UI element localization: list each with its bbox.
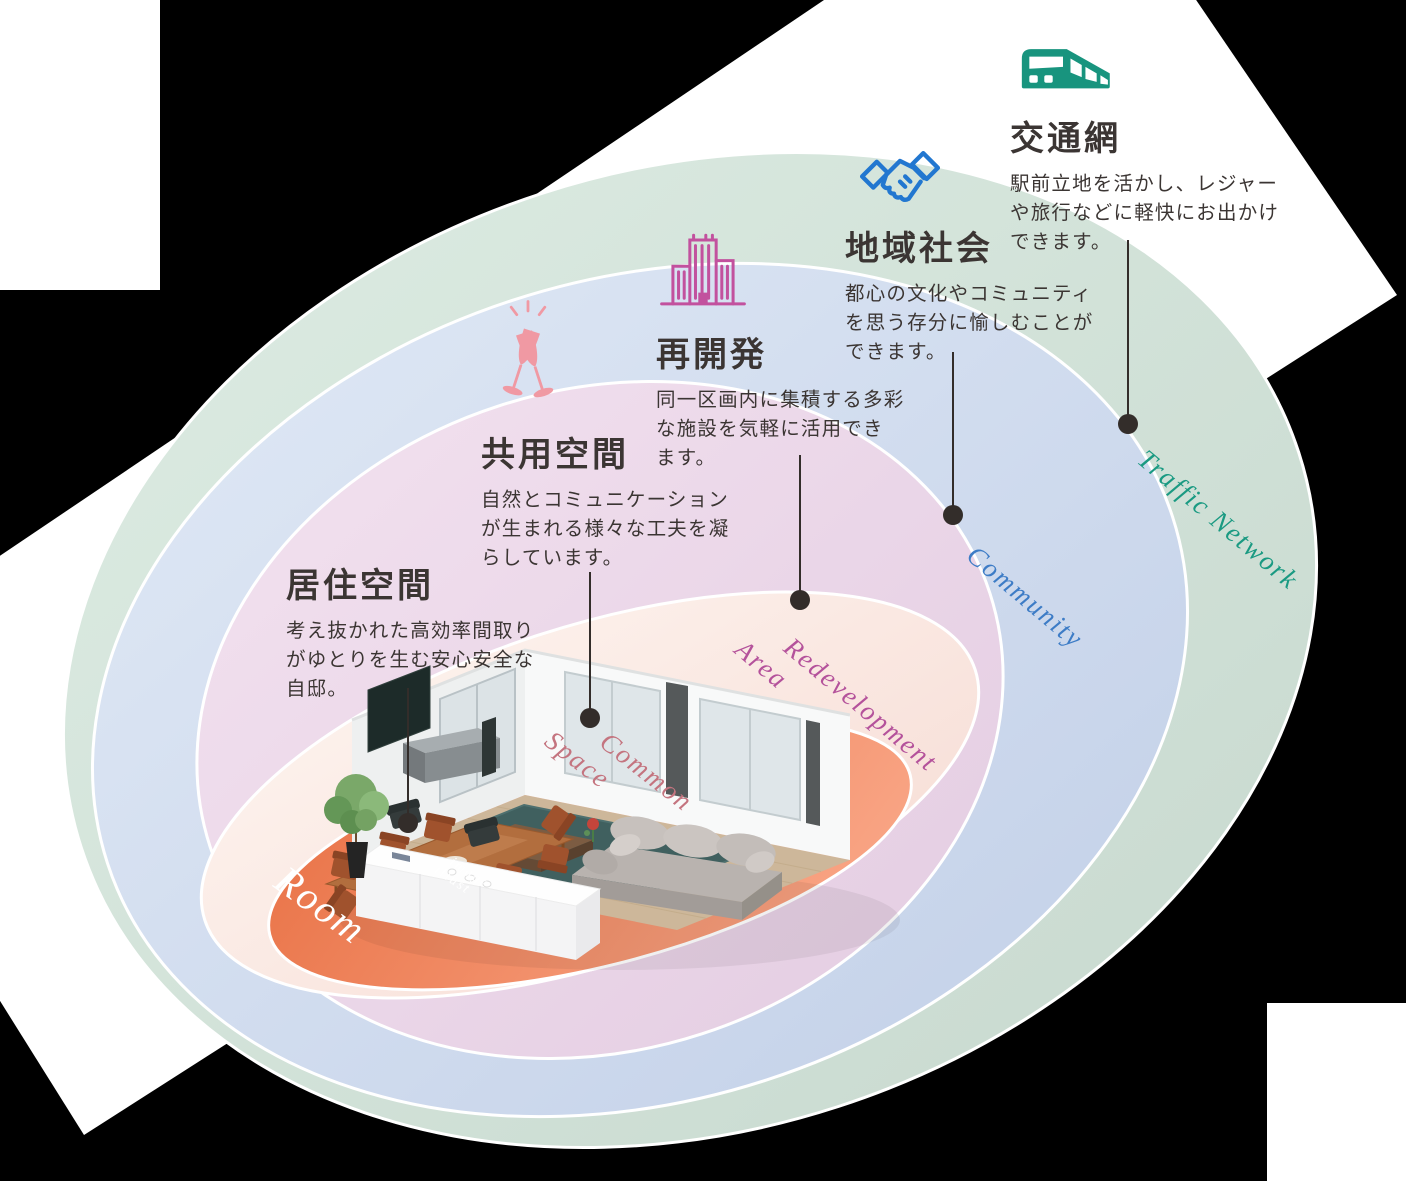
block-body-redevelopment: 同一区画内に集積する多彩 な施設を気軽に活用でき ます。 [656,390,905,469]
block-body-community: 都心の文化やコミュニティ を思う存分に愉しむことが できます。 [845,284,1094,363]
plant [324,774,389,878]
wall-slat [806,720,820,826]
connector-dot-traffic-network [1118,414,1138,434]
block-body-common-space: 自然とコミュニケーション が生まれる様々な工夫を凝 らしています。 [481,490,730,569]
speaker [482,717,496,777]
connector-dot-community [943,505,963,525]
plant-pot [346,842,368,878]
info-block-traffic-network: 交通網 駅前立地を活かし、レジャー や旅行などに軽快にお出かけ できます。 [1010,36,1310,257]
train-icon [1010,36,1310,99]
leaf [584,830,590,836]
block-title-redevelopment: 再開発 [656,337,767,374]
block-title-common-space: 共用空間 [481,437,629,474]
connectors [407,240,1129,823]
connector-dot-room [398,813,418,833]
kitchen-counter [354,818,602,960]
block-body-room: 考え抜かれた高効率間取り がゆとりを生む安心安全な 自邸。 [286,621,535,700]
info-block-redevelopment: 再開発 同一区画内に集積する多彩 な施設を気軽に活用でき ます。 [656,232,916,473]
block-title-traffic-network: 交通網 [1010,121,1121,158]
block-title-room: 居住空間 [286,568,434,605]
info-block-community: 地域社会 都心の文化やコミュニティ を思う存分に愉しむことが できます。 [845,142,1115,367]
info-block-common-space: 共用空間 自然とコミュニケーション が生まれる様々な工夫を凝 らしています。 [481,296,741,573]
sofa [572,816,782,920]
tv-cabinet-front [425,738,500,783]
connector-dot-common-space [580,708,600,728]
tv-cabinet-top [403,728,500,753]
block-body-traffic-network: 駅前立地を活かし、レジャー や旅行などに軽快にお出かけ できます。 [1010,174,1280,253]
flower [587,818,599,830]
corner-panel-bottom-right [1267,1003,1406,1181]
wall-slat [666,682,688,798]
champagne-glasses-icon [485,296,741,415]
corner-panel-top-left [0,0,160,290]
handshake-icon [855,142,1115,209]
room-illustration [324,648,900,970]
armchair [463,816,500,847]
connector-dot-redevelopment [790,590,810,610]
building-icon [656,232,916,315]
block-title-community: 地域社会 [845,231,993,268]
info-block-room: 居住空間 考え抜かれた高効率間取り がゆとりを生む安心安全な 自邸。 [286,546,556,704]
connector-dots [398,414,1138,833]
tv-screen [367,665,431,753]
books [392,852,410,862]
